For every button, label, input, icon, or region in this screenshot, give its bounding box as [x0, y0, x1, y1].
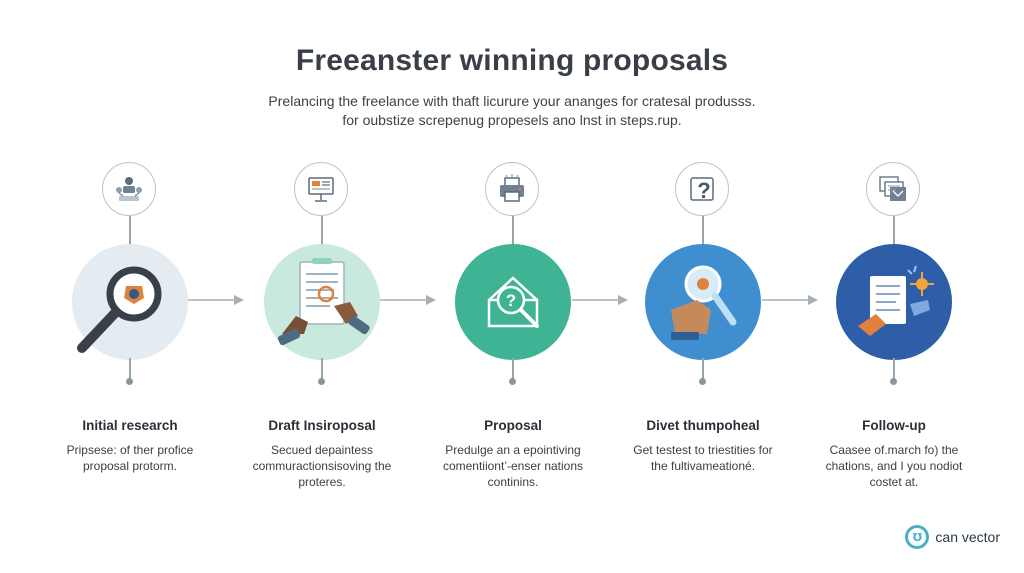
connector-line	[129, 358, 131, 380]
step-description: Pripsese: of ther profice proposal proto…	[30, 442, 230, 474]
step-description: Get testest to triestities for the fulti…	[603, 442, 803, 474]
arrow-right-icon	[380, 295, 436, 305]
people-network-icon	[102, 162, 156, 216]
printer-icon	[485, 162, 539, 216]
step-desc-line: Secued depaintess	[270, 443, 374, 457]
step-initial-research: Initial research Pripsese: of ther profi…	[30, 0, 230, 573]
documents-stack-icon	[866, 162, 920, 216]
page-title: Freeanster winning proposals	[295, 44, 729, 77]
step-title: Proposal	[484, 418, 542, 433]
step-desc-line: continins.	[487, 475, 539, 489]
connector-dot	[509, 378, 516, 385]
proposal-search-icon: ?	[455, 244, 571, 360]
magnifier-hand-icon	[645, 244, 761, 360]
arrow-right-icon	[572, 295, 628, 305]
connector-dot	[890, 378, 897, 385]
brand-mark-icon: ℧	[905, 525, 930, 549]
page-subtitle: Prelancing the freelance with thaft licu…	[0, 92, 1024, 130]
step-title: Draft Insiroposal	[268, 418, 376, 433]
arrow-right-icon	[762, 295, 818, 305]
connector-line	[893, 216, 895, 246]
step-draft-proposal: Draft Insiroposal Secued depaintess comm…	[222, 0, 422, 573]
step-title: Initial research	[82, 418, 178, 433]
step-desc-line: commuractionsisoving the	[252, 459, 392, 473]
question-icon: ?	[675, 162, 729, 216]
step-desc-line: Caasee of.march fo) the	[829, 443, 959, 457]
step-desc-line: proteres.	[298, 475, 346, 489]
connector-line	[702, 216, 704, 246]
document-hands-icon	[264, 244, 380, 360]
connector-line	[512, 216, 514, 246]
connector-line	[512, 358, 514, 380]
step-divet-thumpoheal: ? Divet thumpoheal Get testest to triest…	[603, 0, 803, 573]
connector-line	[321, 358, 323, 380]
step-desc-line: chations, and I you nodiot	[825, 459, 963, 473]
connector-dot	[318, 378, 325, 385]
magnifier-icon	[72, 244, 188, 360]
subtitle-line-1: Prelancing the freelance with thaft licu…	[268, 93, 756, 109]
svg-text:?: ?	[697, 178, 710, 203]
step-description: Secued depaintess commuractionsisoving t…	[222, 442, 422, 490]
step-desc-line: comentiiont’-enser nations	[442, 459, 584, 473]
step-description: Predulge an a epointiving comentiiont’-e…	[413, 442, 613, 490]
subtitle-line-2: for oubstize screpenug propesels ano lns…	[342, 112, 682, 128]
connector-line	[893, 358, 895, 380]
step-follow-up: Follow-up Caasee of.march fo) the chatio…	[794, 0, 994, 573]
step-desc-line: Pripsese: of ther profice	[66, 443, 194, 457]
step-desc-line: Get testest to triestities for	[633, 443, 773, 457]
connector-line	[702, 358, 704, 380]
arrow-right-icon	[188, 295, 244, 305]
step-title: Follow-up	[862, 418, 926, 433]
connector-line	[129, 216, 131, 246]
step-desc-line: Predulge an a epointiving	[445, 443, 581, 457]
svg-text:?: ?	[506, 291, 516, 310]
step-desc-line: the fultivameationé.	[650, 459, 756, 473]
step-desc-line: proposal protorm.	[82, 459, 178, 473]
connector-dot	[126, 378, 133, 385]
connector-line	[321, 216, 323, 246]
step-title: Divet thumpoheal	[646, 418, 760, 433]
document-sparkle-icon	[836, 244, 952, 360]
step-desc-line: costet at.	[869, 475, 919, 489]
step-proposal: ? Proposal Predulge an a epointiving com…	[413, 0, 613, 573]
presentation-board-icon	[294, 162, 348, 216]
step-description: Caasee of.march fo) the chations, and I …	[794, 442, 994, 490]
brand-name: can vector	[935, 529, 1000, 545]
connector-dot	[699, 378, 706, 385]
brand-logo: ℧ can vector	[905, 525, 1000, 549]
